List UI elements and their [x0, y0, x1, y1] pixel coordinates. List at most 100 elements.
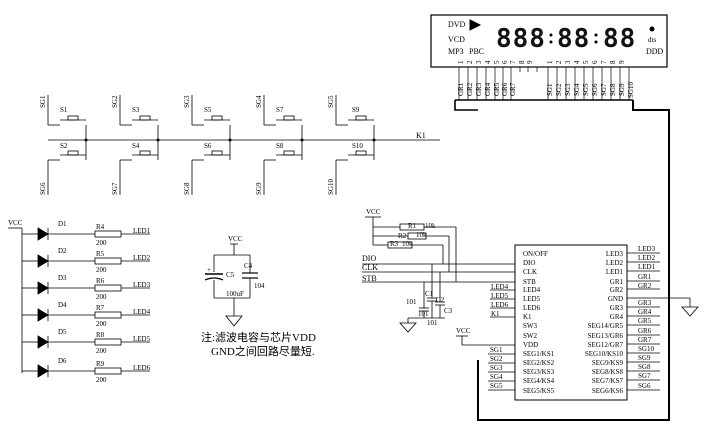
- svg-text:GR3: GR3: [638, 299, 652, 307]
- svg-text:GR2: GR2: [610, 286, 624, 294]
- svg-text:LED1: LED1: [638, 263, 656, 271]
- net-stb: STB: [362, 274, 377, 283]
- svg-text:D3: D3: [58, 274, 67, 282]
- svg-text:D1: D1: [58, 220, 67, 228]
- pullup-network: VCC R1 10k R2 10k R3 10k DIO CLK STB: [362, 208, 515, 333]
- svg-text:SW3: SW3: [523, 322, 538, 330]
- svg-text:3: 3: [564, 60, 572, 64]
- switch-s6-label: S6: [204, 142, 212, 150]
- svg-text:GR4: GR4: [638, 308, 652, 316]
- svg-text:CLK: CLK: [523, 268, 537, 276]
- svg-text:GR1: GR1: [638, 273, 652, 281]
- svg-text:5: 5: [493, 60, 501, 64]
- svg-text:SEG4/KS4: SEG4/KS4: [523, 377, 555, 385]
- display-label-mp3: MP3: [448, 47, 464, 56]
- svg-text:LED5: LED5: [133, 335, 151, 343]
- svg-text:SG7: SG7: [111, 182, 119, 195]
- svg-text:SEG8/KS8: SEG8/KS8: [592, 368, 624, 376]
- switch-s8-label: S8: [276, 142, 284, 150]
- display-label-dts: dts: [648, 36, 656, 44]
- svg-text:LED4: LED4: [133, 308, 151, 316]
- svg-text:STB: STB: [523, 278, 536, 286]
- pin-sg10: SG10: [627, 82, 635, 98]
- svg-text:7: 7: [509, 60, 517, 64]
- svg-text:R4: R4: [96, 223, 105, 231]
- svg-text:LED1: LED1: [133, 227, 151, 235]
- display-label-dvd: DVD: [448, 20, 466, 29]
- svg-text:+: +: [207, 266, 211, 274]
- svg-text:LED2: LED2: [133, 254, 151, 262]
- net-clk: CLK: [362, 263, 378, 272]
- svg-text:SG2: SG2: [490, 355, 503, 363]
- svg-text:SG6: SG6: [39, 182, 47, 195]
- svg-text:D2: D2: [58, 247, 67, 255]
- svg-text:200: 200: [96, 293, 107, 301]
- svg-text:GR7: GR7: [638, 336, 652, 344]
- svg-text:LED2: LED2: [606, 259, 624, 267]
- vcc-label-led: VCC: [8, 219, 23, 227]
- svg-text:R9: R9: [96, 360, 105, 368]
- pin-sg9: SG9: [618, 83, 626, 96]
- chip-left-nets: LED4 LED5 LED6 K1 VCC SG1 SG2 SG3 SG4 SG…: [456, 283, 515, 391]
- svg-text:SEG13/GR6: SEG13/GR6: [588, 332, 624, 340]
- svg-text:SG4: SG4: [490, 373, 503, 381]
- display-pins: [455, 67, 633, 101]
- c5-label: C5: [226, 271, 235, 279]
- svg-text:GR5: GR5: [638, 317, 652, 325]
- vcc-label-filter: VCC: [228, 235, 243, 243]
- svg-text:SG5: SG5: [327, 95, 335, 108]
- svg-text:SG8: SG8: [638, 363, 651, 371]
- note-line-1: 注:滤波电容与芯片VDD: [201, 330, 316, 344]
- svg-text:LED6: LED6: [491, 301, 509, 309]
- svg-text:3: 3: [475, 60, 483, 64]
- svg-text:LED2: LED2: [638, 254, 656, 262]
- svg-text:C3: C3: [444, 307, 453, 315]
- pin-sg6: SG6: [591, 83, 599, 96]
- svg-text:GR4: GR4: [610, 313, 624, 321]
- svg-text:SG3: SG3: [490, 364, 503, 372]
- switch-s3-label: S3: [132, 106, 140, 114]
- pin-sg5: SG5: [582, 83, 590, 96]
- svg-text:SEG14/GR5: SEG14/GR5: [588, 322, 624, 330]
- svg-text:SG2: SG2: [111, 95, 119, 108]
- switch-s2-label: S2: [60, 142, 68, 150]
- svg-text:SG9: SG9: [638, 354, 651, 362]
- switch-s4-label: S4: [132, 142, 140, 150]
- pin-gr3: GR3: [475, 82, 483, 96]
- led-row-1: D1 R4 200 LED1: [22, 220, 151, 247]
- chip-left-pin-labels: ON/OFF DIO CLK STB LED4 LED5 LED6 K1 SW3…: [523, 250, 555, 395]
- svg-text:SG9: SG9: [255, 182, 263, 195]
- svg-text:SEG5/KS5: SEG5/KS5: [523, 387, 555, 395]
- svg-text:SG4: SG4: [255, 95, 263, 108]
- pin-gr5: GR5: [493, 82, 501, 96]
- svg-text:SEG7/KS7: SEG7/KS7: [592, 377, 624, 385]
- net-dio: DIO: [362, 254, 376, 263]
- vcc-label-pullup: VCC: [366, 208, 381, 216]
- svg-text:100uF: 100uF: [226, 290, 244, 298]
- svg-text:2: 2: [555, 60, 563, 64]
- svg-text:101: 101: [406, 298, 417, 306]
- pin-sg3: SG3: [564, 83, 572, 96]
- svg-text:SG6: SG6: [638, 382, 651, 390]
- vfd-display: DVD VCD MP3 PBC 888 88 88 dts DDD: [430, 14, 668, 68]
- svg-text:R1: R1: [408, 222, 417, 230]
- led-row-5: D5 R8 200 LED5: [22, 328, 151, 355]
- svg-text:R5: R5: [96, 250, 105, 258]
- pin-gr6: GR6: [501, 82, 509, 96]
- led-row-3: D3 R6 200 LED3: [22, 274, 151, 301]
- svg-text:6: 6: [501, 60, 509, 64]
- svg-text:9: 9: [618, 60, 626, 64]
- svg-text:200: 200: [96, 239, 107, 247]
- svg-text:LED4: LED4: [491, 283, 509, 291]
- svg-text:D4: D4: [58, 301, 67, 309]
- svg-text:SEG12/GR7: SEG12/GR7: [588, 341, 624, 349]
- led-row-4: D4 R7 200 LED4: [22, 301, 151, 328]
- svg-text:LED6: LED6: [523, 304, 541, 312]
- svg-text:VDD: VDD: [523, 341, 538, 349]
- svg-text:LED6: LED6: [133, 364, 151, 372]
- svg-text:LED5: LED5: [491, 292, 509, 300]
- switch-s9-label: S9: [352, 106, 360, 114]
- svg-text:LED3: LED3: [638, 245, 656, 253]
- svg-text:101: 101: [418, 310, 429, 318]
